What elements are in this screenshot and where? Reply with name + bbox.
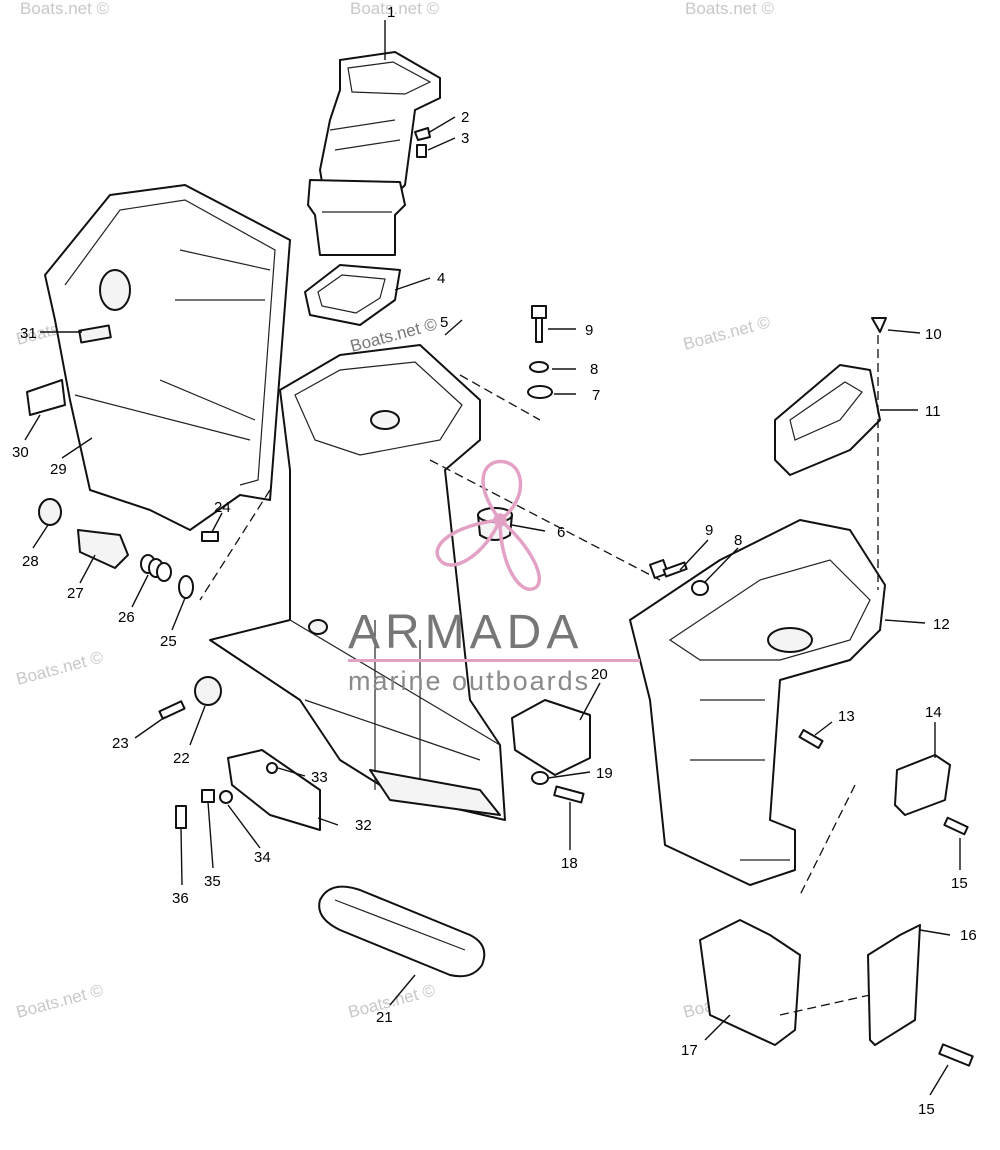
callout-30: 30: [12, 444, 29, 461]
callout-24: 24: [214, 499, 231, 516]
callout-11: 11: [925, 403, 941, 420]
part-housing-cover-left: [44, 184, 291, 531]
watermark: Boats.net ©: [681, 312, 772, 354]
callout-17: 17: [681, 1042, 698, 1059]
part-bolt-3: [416, 144, 427, 158]
watermark: Boats.net ©: [685, 0, 775, 18]
part-washer-19: [531, 771, 549, 785]
part-washer-7: [527, 385, 553, 399]
callout-14: 14: [925, 704, 942, 721]
callout-34: 34: [254, 849, 271, 866]
leader-lines: [24, 20, 961, 1096]
part-grommet-27: [77, 529, 129, 569]
part-spring-26: [140, 554, 172, 582]
propeller-logo: [435, 459, 541, 591]
part-drive-shaft-housing: [209, 344, 506, 821]
callout-36: 36: [172, 890, 189, 907]
callout-12: 12: [933, 616, 950, 633]
callout-18: 18: [561, 855, 578, 872]
assembly-lines: [199, 335, 879, 1016]
part-spacer-22: [194, 676, 222, 706]
part-cap-28: [38, 498, 62, 526]
part-lower-housing: [629, 519, 886, 886]
callout-8-lower: 8: [734, 532, 742, 549]
callout-19: 19: [596, 765, 613, 782]
callout-7: 7: [592, 387, 600, 404]
callout-25: 25: [160, 633, 177, 650]
brand-divider: [348, 659, 640, 662]
part-exhaust-tube: [307, 51, 441, 256]
part-cover-16: [867, 924, 921, 1046]
part-bolt-23: [158, 700, 186, 720]
callout-9: 9: [585, 322, 593, 339]
part-lock-washer-8: [529, 361, 549, 373]
callout-4: 4: [437, 270, 445, 287]
callout-28: 28: [22, 553, 39, 570]
callout-35: 35: [204, 873, 221, 890]
callout-27: 27: [67, 585, 84, 602]
part-washer-34: [219, 790, 233, 804]
callout-1: 1: [387, 4, 395, 21]
callout-20: 20: [591, 666, 608, 683]
callout-16: 16: [960, 927, 977, 944]
part-bracket-32: [227, 749, 321, 831]
part-decal: [78, 324, 112, 344]
watermark: Boats.net ©: [14, 980, 105, 1022]
part-bolt-15: [943, 816, 969, 836]
part-bolt-9: [531, 305, 547, 343]
brand-name: ARMADA: [348, 606, 583, 659]
callout-32: 32: [355, 817, 372, 834]
part-washer-8b: [691, 580, 709, 596]
part-cover-17: [699, 919, 801, 1046]
part-gasket: [304, 264, 401, 326]
callout-22: 22: [173, 750, 190, 767]
callout-6: 6: [557, 524, 565, 541]
callout-23: 23: [112, 735, 129, 752]
callout-21: 21: [376, 1009, 393, 1026]
callout-15-lower: 15: [918, 1101, 935, 1118]
callout-15: 15: [951, 875, 968, 892]
callout-10: 10: [925, 326, 942, 343]
callout-29: 29: [50, 461, 67, 478]
part-cover-plate: [774, 364, 881, 476]
part-bolt-9b: [649, 559, 688, 579]
callout-numbers: 1 2 3 4 5 6 7 8 8 9 9 10 11 12 13 14 15 …: [12, 4, 977, 1118]
part-plate-20: [511, 699, 591, 776]
watermark: Boats.net ©: [350, 0, 440, 18]
callout-5: 5: [440, 314, 448, 331]
callout-33: 33: [311, 769, 328, 786]
part-screw-10: [871, 317, 887, 333]
part-nut-33: [266, 762, 278, 774]
callout-31: 31: [20, 325, 37, 342]
part-washer-35: [201, 789, 215, 803]
part-bolt-13: [798, 729, 824, 749]
part-bolt-36: [175, 805, 187, 829]
part-label-plate: [26, 379, 66, 416]
part-bolt-15b: [938, 1043, 974, 1067]
brand-tagline: marine outboards: [348, 666, 590, 696]
part-bracket-14: [894, 754, 951, 816]
part-nut-2: [414, 127, 431, 141]
callout-26: 26: [118, 609, 135, 626]
callout-13: 13: [838, 708, 855, 725]
part-bolt-24: [201, 531, 219, 542]
callout-2: 2: [461, 109, 469, 126]
watermark: Boats.net ©: [20, 0, 110, 18]
part-seal-ring: [318, 885, 486, 978]
callout-8: 8: [590, 361, 598, 378]
callout-9-lower: 9: [705, 522, 713, 539]
part-clamp-25: [178, 575, 194, 599]
part-bolt-18: [553, 785, 585, 804]
brand-overlay: ARMADA marine outboards: [348, 459, 640, 696]
watermark: Boats.net ©: [14, 647, 105, 689]
callout-3: 3: [461, 130, 469, 147]
